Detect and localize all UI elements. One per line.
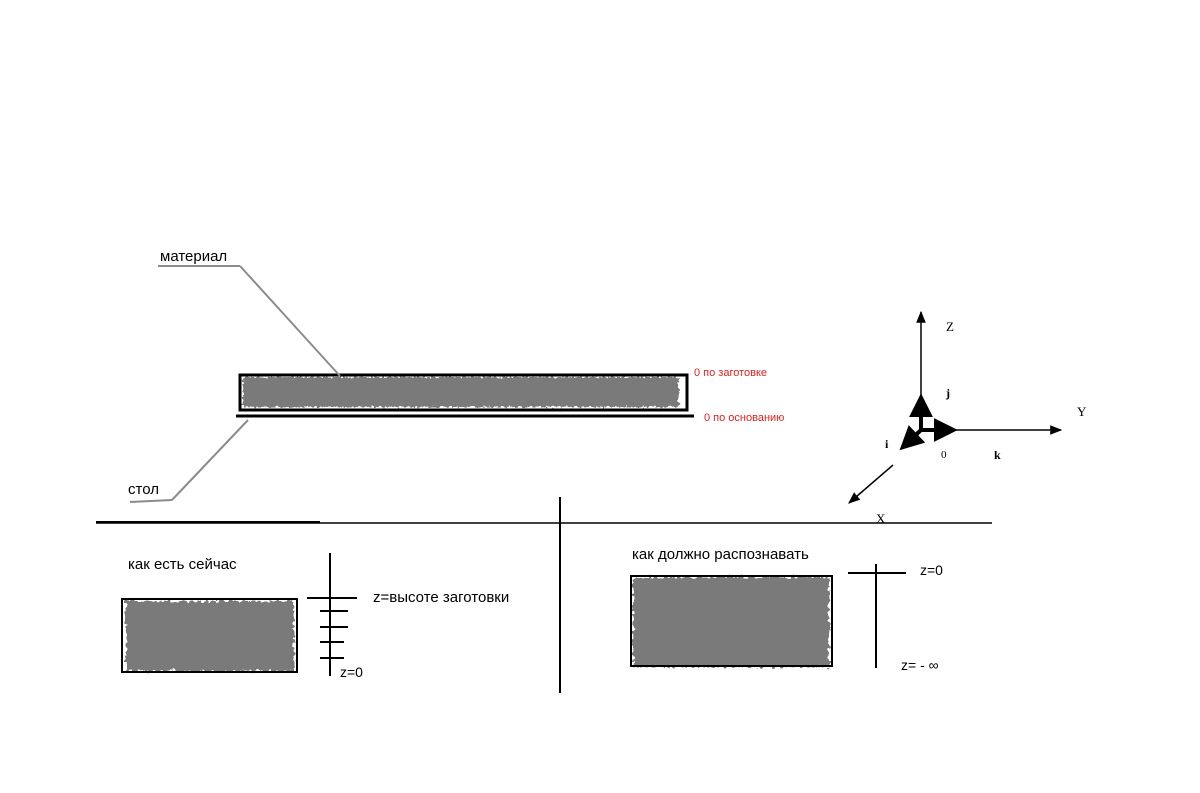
right-material-fill — [633, 577, 829, 667]
right-z-bottom-label: z= - ∞ — [901, 657, 939, 673]
left-z-top-label: z=высоте заготовки — [373, 589, 509, 606]
left-panel — [121, 553, 357, 676]
i-label: i — [885, 437, 889, 451]
table-leader — [129, 419, 249, 503]
table-label: стол — [128, 481, 159, 498]
zero-base-label: 0 по основанию — [704, 412, 784, 424]
material-leader — [158, 265, 341, 377]
zero-workpiece-label: 0 по заготовке — [694, 367, 767, 379]
right-panel-title: как должно распознавать — [632, 546, 809, 563]
i-vector — [899, 425, 926, 451]
right-panel — [630, 564, 906, 668]
coordinate-system — [848, 310, 1063, 504]
left-workpiece-outline — [121, 598, 298, 673]
right-workpiece-outline — [630, 575, 833, 667]
origin-label: 0 — [941, 449, 947, 461]
workpiece-outline — [238, 373, 689, 412]
x-axis-line — [848, 464, 894, 504]
workpiece-assembly — [236, 373, 694, 418]
left-material-fill — [126, 601, 294, 671]
y-axis-label: Y — [1077, 404, 1087, 419]
x-axis-label: X — [876, 511, 886, 526]
left-z-bottom-label: z=0 — [340, 664, 363, 680]
z-axis-label: Z — [946, 319, 954, 334]
material-fill — [243, 377, 679, 407]
right-z-top-label: z=0 — [920, 562, 943, 578]
k-label: k — [994, 448, 1001, 462]
material-label: материал — [160, 248, 227, 265]
left-panel-title: как есть сейчас — [128, 556, 237, 573]
j-label: j — [945, 386, 950, 400]
